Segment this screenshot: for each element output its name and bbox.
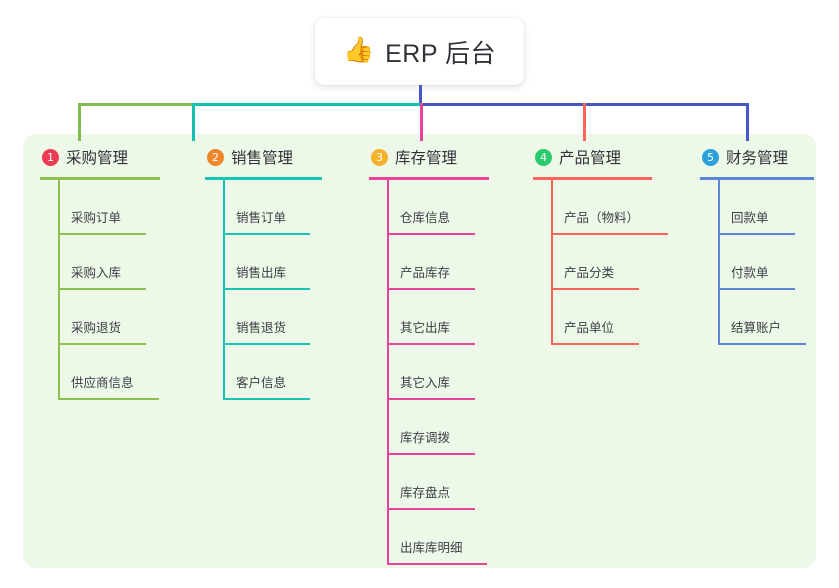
module-item-rule: [718, 288, 795, 290]
module-item-label: 采购订单: [71, 211, 122, 225]
modules-panel: [23, 134, 816, 568]
module-item-rule: [387, 343, 475, 345]
module-item-rule: [223, 398, 310, 400]
module-item-rule: [223, 343, 310, 345]
module-item-label: 供应商信息: [71, 376, 134, 390]
drop-sales: [192, 103, 195, 141]
module-item-rule: [387, 453, 475, 455]
bus-segment-green: [78, 103, 192, 106]
module-badge-inventory: 3: [371, 148, 388, 166]
module-item-label: 采购退货: [71, 321, 122, 335]
module-badge-sales: 2: [207, 148, 224, 166]
module-badge-purchasing: 1: [42, 148, 59, 166]
module-item-label: 出库库明细: [400, 541, 463, 555]
drop-product: [583, 103, 586, 141]
module-header-rule-finance: [700, 177, 814, 180]
module-item-label: 产品（物料）: [564, 211, 640, 225]
module-badge-product: 4: [535, 148, 552, 166]
root-node-content: 👍 ERP 后台: [343, 34, 496, 70]
module-item-rule: [387, 233, 475, 235]
module-title-finance: 财务管理: [726, 150, 789, 167]
module-item-label: 仓库信息: [400, 211, 451, 225]
module-item-rule: [58, 288, 146, 290]
module-item-rule: [223, 233, 310, 235]
module-spine-inventory: [387, 180, 389, 565]
module-header-rule-purchasing: [40, 177, 160, 180]
module-column-inventory: 3 库存管理仓库信息产品库存其它出库其它入库库存调拨库存盘点出库库明细: [369, 146, 489, 565]
module-item-label: 采购入库: [71, 266, 122, 280]
module-item-label: 库存调拨: [400, 431, 451, 445]
module-item-rule: [387, 398, 475, 400]
module-item-rule: [387, 508, 475, 510]
module-title-product: 产品管理: [559, 150, 622, 167]
drop-inventory: [420, 103, 423, 141]
module-item-rule: [387, 288, 475, 290]
module-item-rule: [223, 288, 310, 290]
module-title-purchasing: 采购管理: [66, 150, 129, 167]
module-item-rule: [551, 288, 639, 290]
module-spine-purchasing: [58, 180, 60, 400]
root-node-title: ERP 后台: [385, 39, 497, 68]
module-item-rule: [58, 233, 146, 235]
module-item-rule: [58, 398, 159, 400]
module-spine-product: [551, 180, 553, 345]
module-item-label: 销售退货: [236, 321, 287, 335]
module-item-rule: [718, 233, 795, 235]
module-item-label: 结算账户: [731, 321, 782, 335]
module-item-label: 其它出库: [400, 321, 451, 335]
module-item-label: 付款单: [731, 266, 769, 280]
module-header-rule-product: [533, 177, 652, 180]
bus-segment-teal: [192, 103, 420, 106]
module-item-rule: [551, 233, 668, 235]
thumbs-up-icon: 👍: [342, 36, 375, 64]
module-spine-sales: [223, 180, 225, 400]
module-item-label: 其它入库: [400, 376, 451, 390]
module-title-inventory: 库存管理: [395, 150, 458, 167]
module-item-rule: [551, 343, 639, 345]
module-header-rule-inventory: [369, 177, 489, 180]
module-column-sales: 2 销售管理销售订单销售出库销售退货客户信息: [205, 146, 322, 400]
module-column-finance: 5 财务管理回款单付款单结算账户: [700, 146, 814, 345]
module-title-sales: 销售管理: [231, 150, 294, 167]
module-header-product[interactable]: 4 产品管理: [533, 146, 621, 168]
module-column-purchasing: 1 采购管理采购订单采购入库采购退货供应商信息: [40, 146, 160, 400]
module-item-rule: [387, 563, 487, 565]
drop-purchasing: [78, 103, 81, 141]
root-node-card[interactable]: 👍 ERP 后台: [315, 18, 524, 85]
module-badge-finance: 5: [702, 148, 719, 166]
module-item-rule: [58, 343, 146, 345]
module-header-finance[interactable]: 5 财务管理: [700, 146, 788, 168]
module-header-purchasing[interactable]: 1 采购管理: [40, 146, 128, 168]
module-item-label: 库存盘点: [400, 486, 451, 500]
module-spine-finance: [718, 180, 720, 345]
module-item-rule: [718, 343, 806, 345]
module-item-label: 产品分类: [564, 266, 615, 280]
module-item-label: 产品库存: [400, 266, 451, 280]
module-header-inventory[interactable]: 3 库存管理: [369, 146, 457, 168]
module-item-label: 销售出库: [236, 266, 287, 280]
module-item-label: 客户信息: [236, 376, 287, 390]
drop-finance: [746, 103, 749, 141]
module-item-label: 产品单位: [564, 321, 615, 335]
module-item-label: 回款单: [731, 211, 769, 225]
module-item-label: 销售订单: [236, 211, 287, 225]
module-header-sales[interactable]: 2 销售管理: [205, 146, 293, 168]
module-header-rule-sales: [205, 177, 322, 180]
connector-bus: [0, 0, 839, 141]
module-column-product: 4 产品管理产品（物料） 产品分类产品单位: [533, 146, 668, 345]
root-trunk-connector: [419, 85, 422, 104]
